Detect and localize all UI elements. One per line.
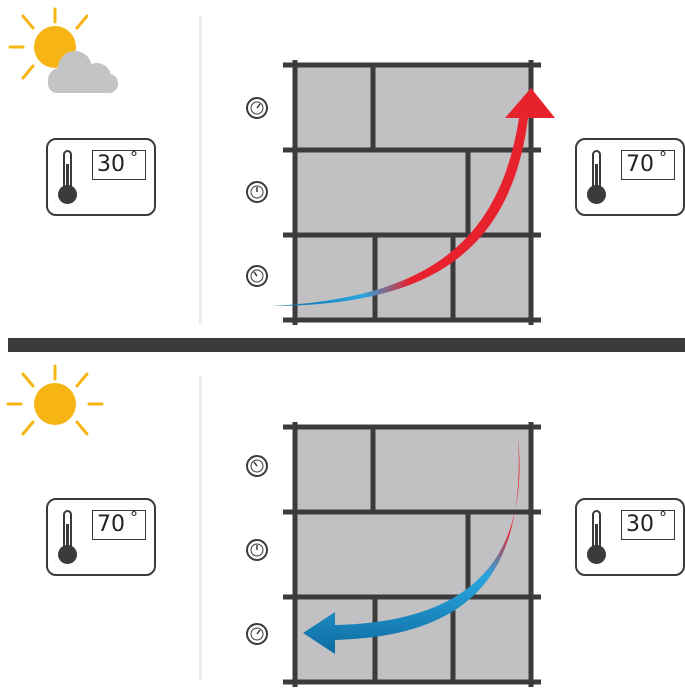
outdoor-temp-display: 70 — [92, 510, 146, 540]
indoor-thermostat: 70 ° — [575, 138, 685, 216]
thermometer-bulb — [587, 185, 606, 204]
heat-flow-arrow — [272, 88, 555, 306]
panel-divider — [8, 338, 685, 352]
indoor-temp-value: 70 — [626, 152, 654, 177]
gauge-icon — [246, 539, 268, 561]
degree-symbol: ° — [659, 508, 667, 527]
bottom-panel: 70 ° — [0, 360, 685, 687]
thermometer-level — [66, 164, 69, 194]
thermometer-bulb — [58, 185, 77, 204]
degree-symbol: ° — [130, 148, 138, 167]
outdoor-thermostat: 70 ° — [46, 498, 156, 576]
degree-symbol: ° — [659, 148, 667, 167]
gauge-icon — [246, 455, 268, 477]
outdoor-thermostat: 30 ° — [46, 138, 156, 216]
outdoor-temp-display: 30 — [92, 150, 146, 180]
gauge-icon — [246, 623, 268, 645]
thermometer-bulb — [58, 545, 77, 564]
indoor-temp-value: 30 — [626, 512, 654, 537]
indoor-temp-display: 30 — [621, 510, 675, 540]
top-panel: 30 ° — [0, 0, 685, 335]
sun-icon — [6, 364, 104, 436]
indoor-temp-display: 70 — [621, 150, 675, 180]
heat-flow-arrow — [303, 436, 520, 654]
vertical-separator — [199, 376, 202, 680]
outdoor-temp-value: 30 — [97, 152, 125, 177]
thermometer-level — [66, 524, 69, 554]
gauge-icon — [246, 265, 268, 287]
vertical-separator — [199, 16, 202, 324]
thermometer-level — [595, 164, 598, 194]
gauge-icon — [246, 97, 268, 119]
gauge-icon — [246, 181, 268, 203]
sun-with-cloud-icon — [8, 7, 118, 93]
thermometer-bulb — [587, 545, 606, 564]
indoor-thermostat: 30 ° — [575, 498, 685, 576]
degree-symbol: ° — [130, 508, 138, 527]
thermometer-level — [595, 524, 598, 554]
outdoor-temp-value: 70 — [97, 512, 125, 537]
